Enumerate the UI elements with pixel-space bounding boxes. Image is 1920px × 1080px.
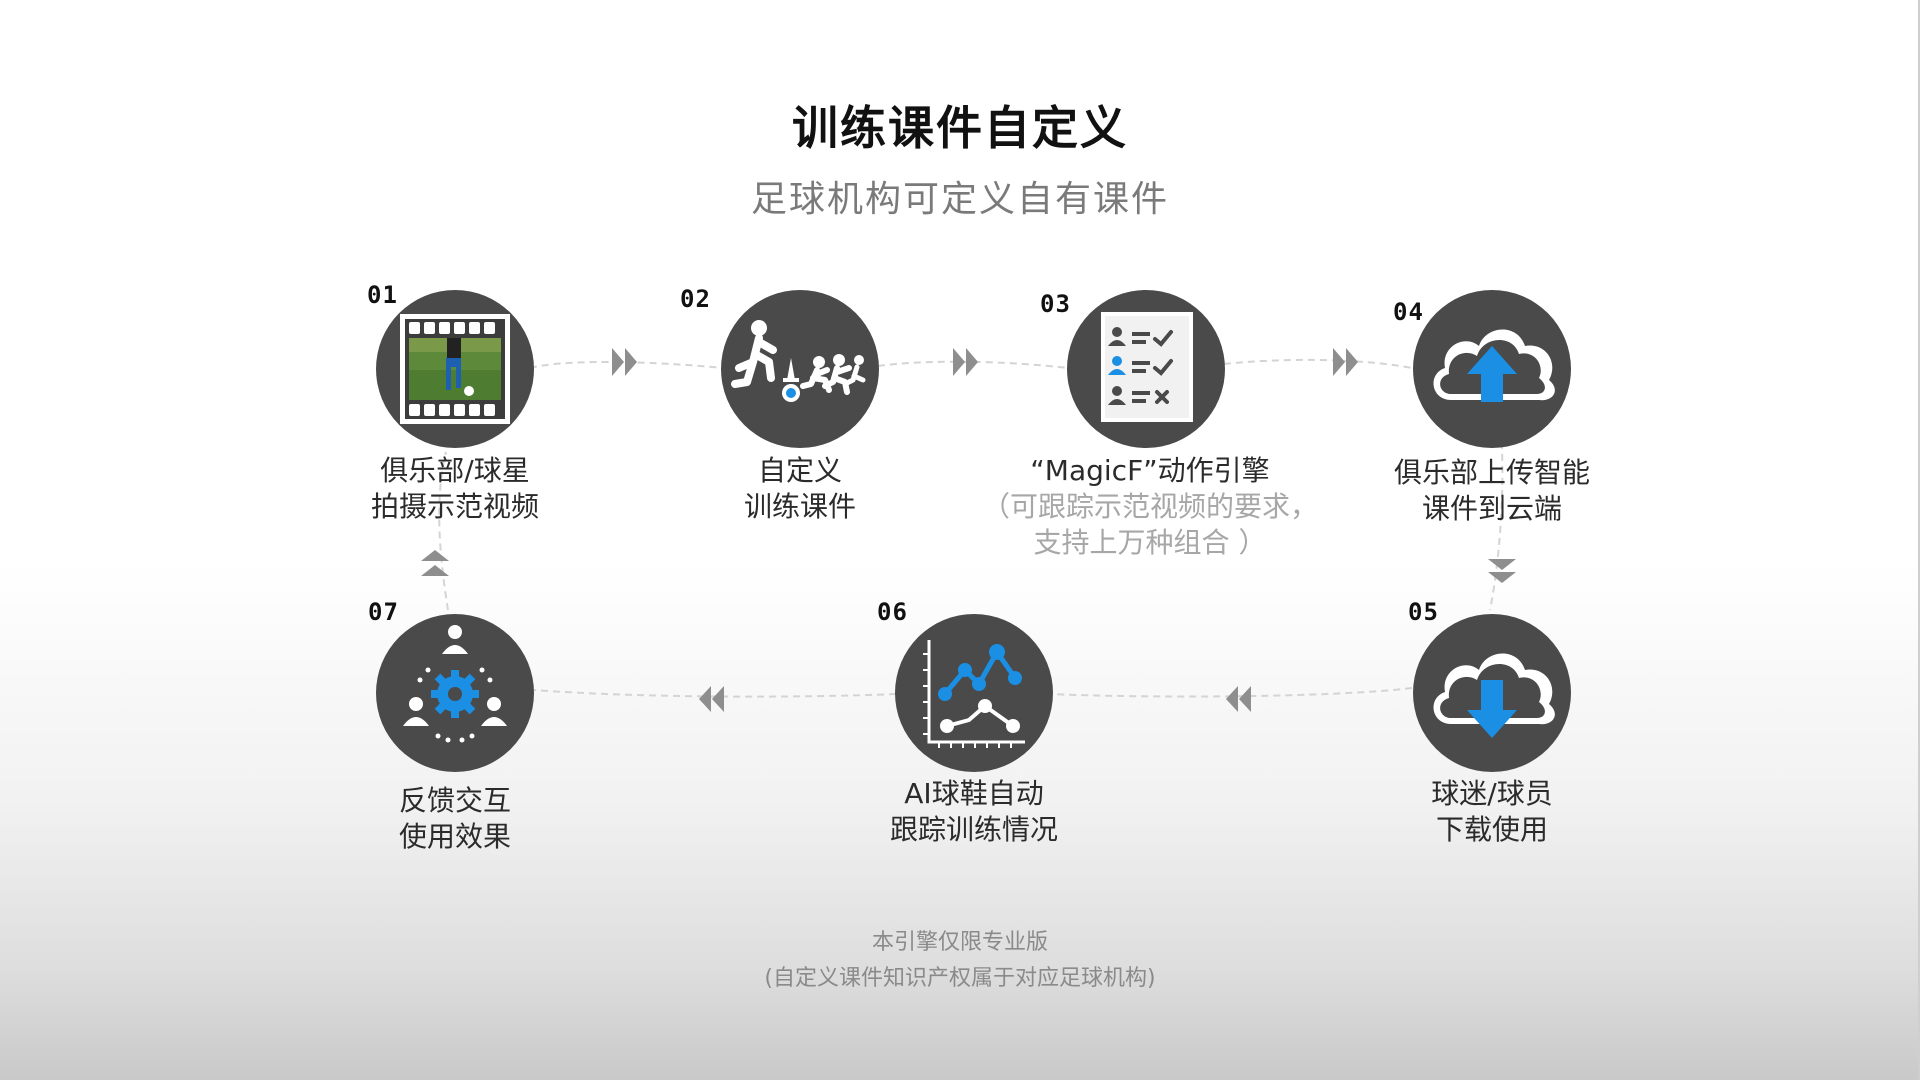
step-07-label: 反馈交互 使用效果 xyxy=(305,783,605,855)
step-03-line3: 支持上万种组合 ） xyxy=(1033,526,1267,559)
connector-07-01 xyxy=(438,451,449,611)
step-04-node xyxy=(1413,290,1571,448)
step-05-line1: 球迷/球员 xyxy=(1431,777,1553,810)
step-number-05: 05 xyxy=(1408,598,1439,626)
running-players-icon xyxy=(731,320,866,402)
step-04-line1: 俱乐部上传智能 xyxy=(1393,456,1590,489)
connector-03-04 xyxy=(1223,358,1413,369)
step-07-line2: 使用效果 xyxy=(398,820,511,853)
step-03-node xyxy=(1067,290,1225,448)
step-07-node xyxy=(376,614,534,772)
step-06-line1: AI球鞋自动 xyxy=(904,777,1044,810)
step-04-line2: 课件到云端 xyxy=(1421,492,1562,525)
step-02-line1: 自定义 xyxy=(757,454,842,487)
connector-05-06 xyxy=(1049,687,1413,698)
step-03-line1: “MagicF”动作引擎 xyxy=(1030,454,1270,487)
step-01-label: 俱乐部/球星 拍摄示范视频 xyxy=(305,453,605,525)
line-chart-tracking-icon xyxy=(923,640,1025,748)
connector-04-05 xyxy=(1489,417,1504,611)
step-07-line1: 反馈交互 xyxy=(398,784,511,817)
cloud-upload-icon xyxy=(1433,329,1555,402)
arrow-right-2 xyxy=(953,348,978,376)
film-strip-icon xyxy=(400,314,510,424)
connector-01-02 xyxy=(529,361,724,369)
step-06-label: AI球鞋自动 跟踪训练情况 xyxy=(824,776,1124,848)
step-05-line2: 下载使用 xyxy=(1435,813,1548,846)
footer-note: 本引擎仅限专业版 (自定义课件知识产权属于对应足球机构) xyxy=(0,925,1920,997)
footer-line2: (自定义课件知识产权属于对应足球机构) xyxy=(764,966,1156,991)
step-number-03: 03 xyxy=(1040,290,1071,318)
step-03-line2: （可跟踪示范视频的要求， xyxy=(981,490,1318,523)
step-number-04: 04 xyxy=(1393,298,1424,326)
team-gear-feedback-icon xyxy=(403,625,507,743)
arrow-left-2 xyxy=(699,686,724,712)
page-title: 训练课件自定义 xyxy=(792,101,1128,155)
cloud-download-icon xyxy=(1433,653,1555,738)
step-02-node xyxy=(721,290,879,448)
player-checklist-icon xyxy=(1101,312,1193,422)
arrow-up xyxy=(421,550,449,576)
step-01-node xyxy=(376,290,534,448)
step-02-label: 自定义 训练课件 xyxy=(650,453,950,525)
page-subtitle: 足球机构可定义自有课件 xyxy=(750,179,1169,220)
arrow-down xyxy=(1488,559,1516,583)
step-01-line2: 拍摄示范视频 xyxy=(370,490,539,523)
step-05-node xyxy=(1413,614,1571,772)
step-number-02: 02 xyxy=(680,285,711,313)
step-number-06: 06 xyxy=(877,598,908,626)
step-01-line1: 俱乐部/球星 xyxy=(380,454,530,487)
arrow-left-1 xyxy=(1226,686,1251,712)
step-06-line2: 跟踪训练情况 xyxy=(889,813,1058,846)
step-number-01: 01 xyxy=(367,281,398,309)
connector-06-07 xyxy=(533,689,897,698)
arrow-right-3 xyxy=(1333,348,1358,376)
step-number-07: 07 xyxy=(368,598,399,626)
arrow-right-1 xyxy=(612,348,637,376)
step-02-line2: 训练课件 xyxy=(743,490,856,523)
page-edge xyxy=(1918,0,1920,1080)
footer-line1: 本引擎仅限专业版 xyxy=(871,930,1048,955)
soccer-player-icon xyxy=(446,338,474,396)
soccer-ball-icon xyxy=(786,388,796,398)
step-03-label: “MagicF”动作引擎 （可跟踪示范视频的要求， 支持上万种组合 ） xyxy=(970,453,1330,561)
step-06-node xyxy=(895,614,1053,772)
step-05-label: 球迷/球员 下载使用 xyxy=(1342,776,1642,848)
step-04-label: 俱乐部上传智能 课件到云端 xyxy=(1342,455,1642,527)
